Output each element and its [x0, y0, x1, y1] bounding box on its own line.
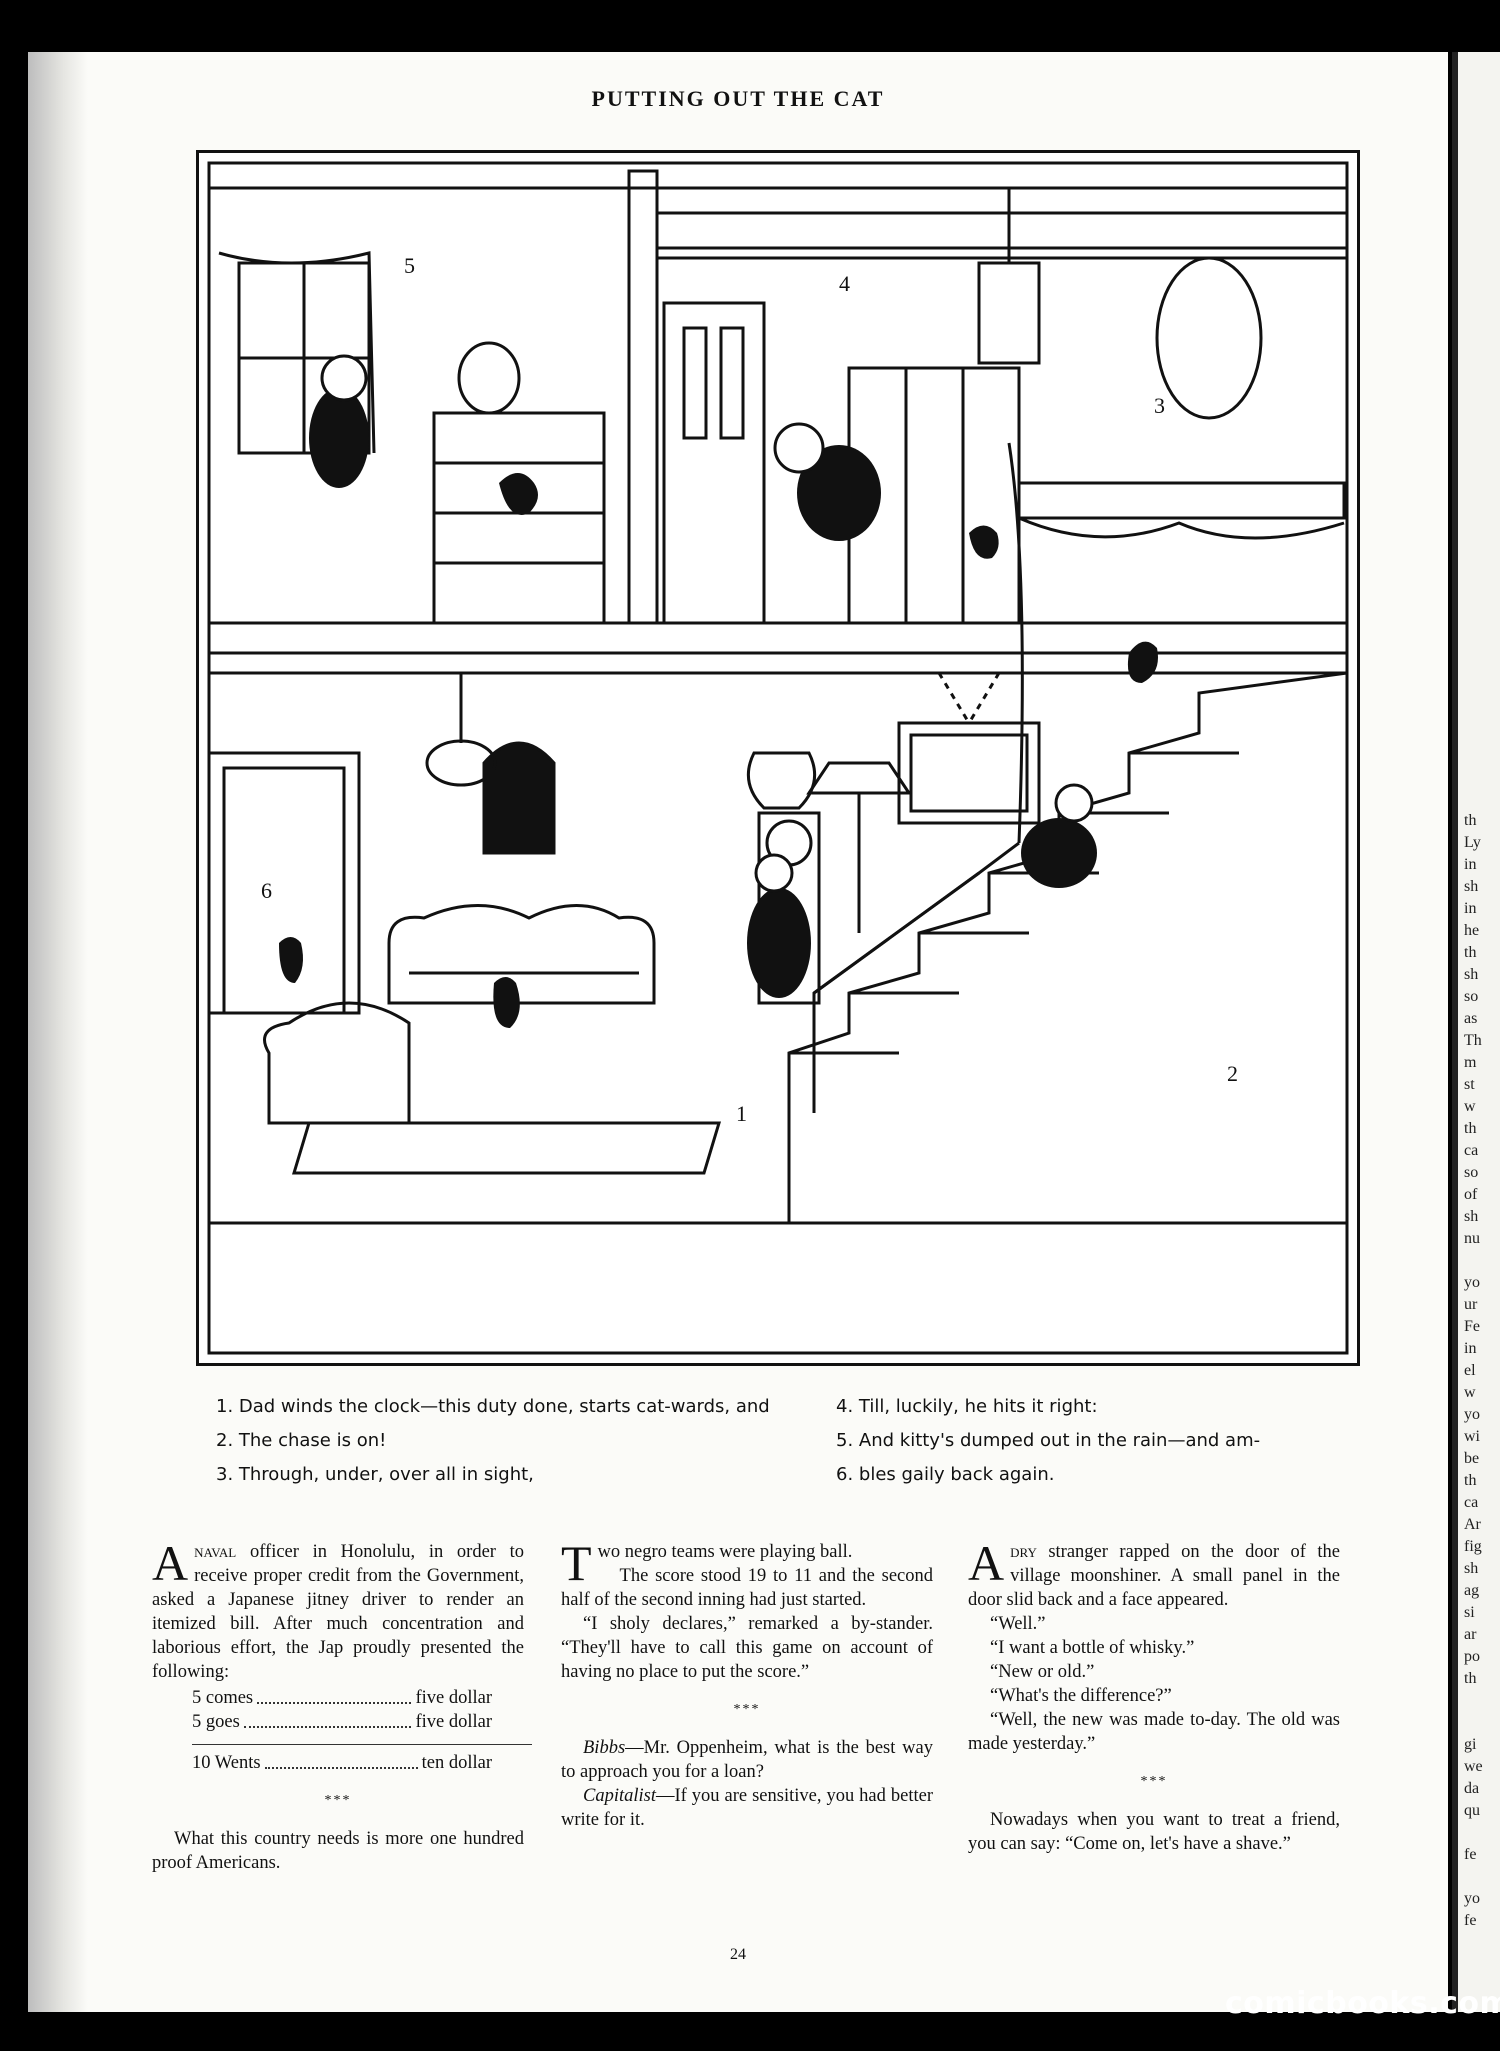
adjacent-page-text-fragment: w: [1464, 1384, 1476, 1401]
adjacent-page-text-fragment: qu: [1464, 1802, 1480, 1819]
joke1-lead: naval: [194, 1542, 237, 1562]
adjacent-page-text-fragment: Th: [1464, 1032, 1482, 1049]
adjacent-page-text-fragment: we: [1464, 1758, 1483, 1775]
adjacent-page-text-fragment: th: [1464, 1120, 1477, 1137]
bill-rule: [192, 1744, 532, 1745]
adjacent-page-text-fragment: th: [1464, 944, 1477, 961]
joke3-closing: Nowadays when you want to treat a friend…: [968, 1810, 1340, 1854]
adjacent-page-text-fragment: si: [1464, 1604, 1475, 1621]
panel-number-3: 3: [1154, 393, 1165, 418]
adjacent-page-text-fragment: th: [1464, 812, 1477, 829]
adjacent-page-text-fragment: Ar: [1464, 1516, 1481, 1533]
adjacent-page-text-fragment: yo: [1464, 1274, 1480, 1291]
adjacent-page-text-fragment: th: [1464, 1670, 1477, 1687]
cartoon-title: PUTTING OUT THE CAT: [591, 86, 885, 111]
caption-1: 1. Dad winds the clock—this duty done, s…: [216, 1396, 770, 1417]
adjacent-page-text-fragment: th: [1464, 1472, 1477, 1489]
joke3-line: “New or old.”: [990, 1662, 1095, 1682]
adjacent-page-text-fragment: yo: [1464, 1890, 1480, 1907]
caption-6: 6. bles gaily back again.: [836, 1464, 1055, 1485]
joke3-dropcap: A: [968, 1535, 1005, 1591]
adjacent-page-text-fragment: so: [1464, 988, 1479, 1005]
adjacent-page-text-fragment: da: [1464, 1780, 1480, 1797]
panel-number-1: 1: [736, 1101, 747, 1126]
adjacent-page-text-fragment: nu: [1464, 1230, 1480, 1247]
joke1-closing: What this country needs is more one hund…: [152, 1829, 524, 1873]
adjacent-page-text-fragment: of: [1464, 1186, 1478, 1203]
page-gutter-shadow: [28, 52, 88, 2012]
panel-number-6: 6: [261, 878, 272, 903]
adjacent-page-text-fragment: el: [1464, 1362, 1476, 1379]
adjacent-page-text-fragment: ca: [1464, 1142, 1479, 1159]
separator: ***: [1140, 1774, 1168, 1789]
joke1-dropcap: A: [152, 1535, 189, 1591]
caption-4: 4. Till, luckily, he hits it right:: [836, 1396, 1098, 1417]
joke2-dialogue-2: Capitalist—If you are sensitive, you had…: [561, 1786, 933, 1830]
adjacent-page-text-fragment: so: [1464, 1164, 1479, 1181]
adjacent-page-text-fragment: fe: [1464, 1846, 1477, 1863]
adjacent-page-text-fragment: in: [1464, 1340, 1477, 1357]
joke1-text: officer in Honolulu, in order to receive…: [152, 1542, 525, 1682]
adjacent-page-text-fragment: ar: [1464, 1626, 1477, 1643]
adjacent-page-text-fragment: be: [1464, 1450, 1480, 1467]
adjacent-page-text-fragment: po: [1464, 1648, 1480, 1665]
cartoon-illustration: 5 4 3 6 2 1: [196, 150, 1360, 1366]
joke3-line: “What's the difference?”: [990, 1686, 1172, 1706]
adjacent-page-text-fragment: sh: [1464, 966, 1479, 983]
adjacent-page-text-fragment: fig: [1464, 1538, 1482, 1555]
adjacent-page-text-fragment: gi: [1464, 1736, 1477, 1753]
captions-left-column: 1. Dad winds the clock—this duty done, s…: [216, 1392, 776, 1494]
caption-2: 2. The chase is on!: [216, 1430, 387, 1451]
joke3-line: “Well, the new was made to-day. The old …: [968, 1710, 1340, 1754]
adjacent-page-text-fragment: ur: [1464, 1296, 1478, 1313]
panel-number-4: 4: [839, 271, 850, 296]
adjacent-page-text-fragment: sh: [1464, 878, 1479, 895]
adjacent-page-text-fragment: st: [1464, 1076, 1475, 1093]
joke2-dialogue-1: Bibbs—Mr. Oppenheim, what is the best wa…: [561, 1738, 933, 1782]
separator: ***: [733, 1702, 761, 1717]
adjacent-page-text-fragment: wi: [1464, 1428, 1480, 1445]
adjacent-page-text-fragment: fe: [1464, 1912, 1477, 1929]
adjacent-page-text-fragment: Fe: [1464, 1318, 1480, 1335]
adjacent-page-text-fragment: as: [1464, 1010, 1478, 1027]
adjacent-page-text-fragment: w: [1464, 1098, 1476, 1115]
joke3-line: “I want a bottle of whisky.”: [990, 1638, 1195, 1658]
joke2-p2: The score stood 19 to 11 and the second …: [561, 1566, 933, 1610]
caption-3: 3. Through, under, over all in sight,: [216, 1464, 534, 1485]
joke2-p3: “I sholy declares,” remarked a by-stande…: [561, 1614, 933, 1682]
adjacent-page-text-fragment: in: [1464, 856, 1477, 873]
joke2-dropcap: T: [561, 1535, 592, 1591]
adjacent-page-text-fragment: ca: [1464, 1494, 1479, 1511]
panel-number-2: 2: [1227, 1061, 1238, 1086]
adjacent-page-text-fragment: in: [1464, 900, 1477, 917]
site-watermark: comicbooks.com: [1225, 1986, 1500, 2021]
adjacent-page-text-fragment: ag: [1464, 1582, 1480, 1599]
magazine-page: PUTTING OUT THE CAT: [28, 52, 1448, 2012]
adjacent-page-text-fragment: sh: [1464, 1208, 1479, 1225]
captions-right-column: 4. Till, luckily, he hits it right: 5. A…: [836, 1392, 1396, 1494]
separator: ***: [324, 1793, 352, 1808]
caption-5: 5. And kitty's dumped out in the rain—an…: [836, 1430, 1261, 1451]
adjacent-page-text-fragment: Ly: [1464, 834, 1481, 851]
house-cross-section-drawing: [207, 161, 1349, 1355]
panel-number-5: 5: [404, 253, 415, 278]
joke3-line: “Well.”: [990, 1614, 1046, 1634]
adjacent-page-text-fragment: sh: [1464, 1560, 1479, 1577]
page-number: 24: [730, 1946, 746, 1963]
adjacent-page-text-fragment: yo: [1464, 1406, 1480, 1423]
adjacent-page-text-fragment: m: [1464, 1054, 1477, 1071]
adjacent-page-text-fragment: he: [1464, 922, 1480, 939]
